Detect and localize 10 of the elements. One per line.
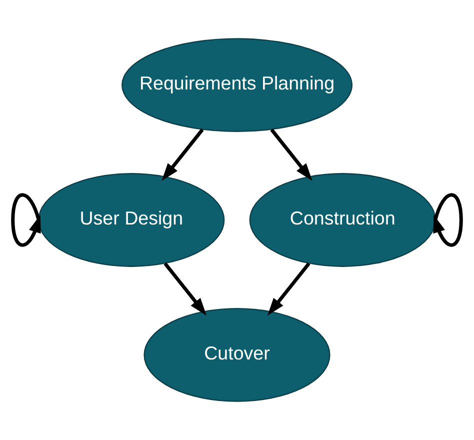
arrow — [164, 262, 207, 316]
arrow — [162, 128, 204, 181]
arrow — [433, 193, 463, 247]
arrow — [11, 193, 41, 247]
node-ellipse: Requirements Planning — [122, 38, 352, 132]
node-ellipse: User Design — [38, 173, 225, 267]
node-ellipse: Cutover — [144, 308, 330, 402]
arrow — [267, 262, 310, 316]
arrow — [270, 128, 312, 181]
node-ellipse: Construction — [249, 173, 436, 267]
